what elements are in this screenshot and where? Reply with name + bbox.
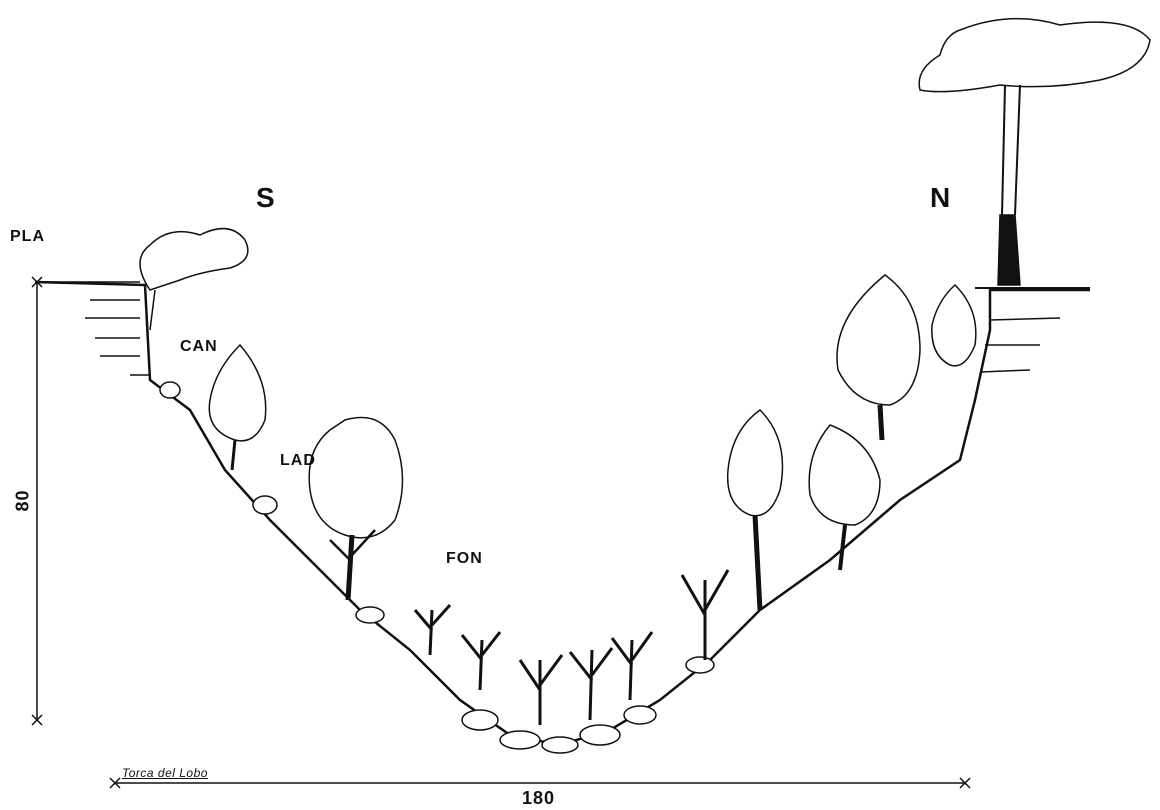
height-dimension-value: 80 [13, 489, 34, 511]
right-slope-trees [728, 275, 976, 610]
plateau-tree-right [919, 19, 1150, 288]
width-dimension-value: 180 [522, 788, 555, 809]
north-label: N [930, 182, 951, 214]
fondo-zone-label: FON [446, 550, 483, 568]
cantil-zone-label: CAN [180, 338, 218, 356]
south-label: S [256, 182, 276, 214]
plateau-zone-label: PLA [10, 228, 45, 246]
left-cliff-ledges [40, 282, 150, 375]
width-dimension-line [110, 778, 970, 788]
cliff-tree [209, 345, 265, 470]
plateau-shrub-left [140, 229, 248, 330]
ladera-zone-label: LAD [280, 452, 316, 470]
site-name-label: Torca del Lobo [122, 766, 208, 780]
right-cliff-ledges [980, 318, 1060, 372]
